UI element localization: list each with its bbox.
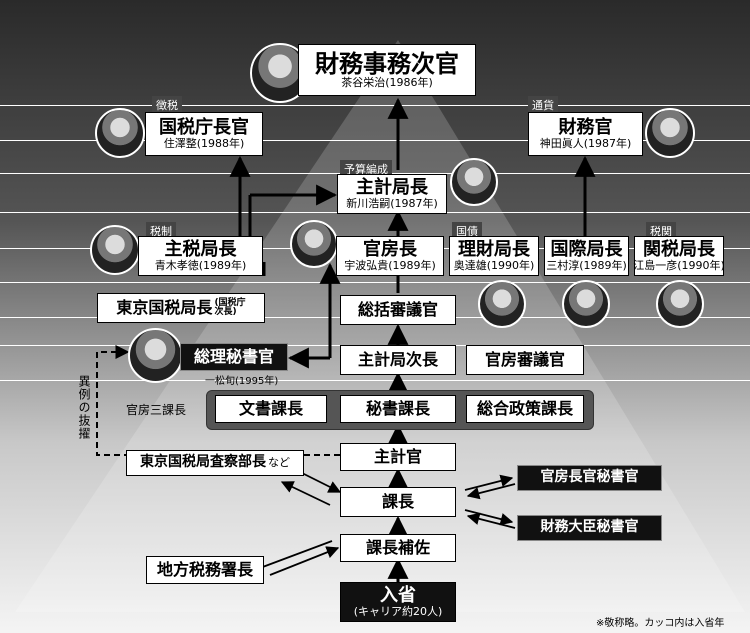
portrait-international-bureau — [562, 280, 610, 328]
entry-box: 入省 (キャリア約20人) — [340, 582, 456, 622]
financial-bureau-box: 理財局長 奥達雄(1990年) — [449, 236, 539, 276]
tag-tax-collection: 徴税 — [152, 96, 182, 114]
vice-minister-title: 財務事務次官 — [315, 49, 459, 78]
deputy-director-box: 課長補佐 — [340, 534, 456, 562]
customs-bureau-title: 関税局長 — [643, 239, 715, 261]
international-bureau-title: 国際局長 — [550, 239, 623, 261]
nta-commissioner-year: (1988年) — [196, 136, 245, 150]
financial-bureau-year: (1990年) — [486, 258, 535, 272]
financial-bureau-person: 奥達雄 — [453, 258, 487, 272]
irregular-promotion-label: 異例の抜擢 — [77, 375, 91, 440]
portrait-nta-commissioner — [95, 108, 145, 158]
tax-bureau-box: 主税局長 青木孝徳(1989年) — [138, 236, 263, 276]
chief-cabinet-secretary-box: 官房長官秘書官 — [517, 465, 662, 491]
secretarial-division-box: 秘書課長 — [340, 395, 456, 423]
tag-tax-policy: 税制 — [146, 222, 176, 240]
portrait-customs-bureau — [656, 280, 704, 328]
budget-bureau-box: 主計局長 新川浩嗣(1987年) — [337, 174, 447, 214]
tokyo-taxation-title: 東京国税局長 — [116, 298, 213, 318]
portrait-budget-bureau — [450, 158, 498, 206]
zaimukan-title: 財務官 — [558, 117, 613, 139]
budget-bureau-title: 主計局長 — [356, 177, 428, 199]
tokyo-taxation-sub: (国税庁 次長) — [214, 298, 246, 317]
secretariat-title: 官房長 — [363, 239, 417, 261]
portrait-zaimukan — [645, 108, 695, 158]
entry-title: 入省 — [380, 585, 416, 607]
portrait-financial-bureau — [478, 280, 526, 328]
customs-bureau-box: 関税局長 江島一彦(1990年) — [633, 236, 725, 276]
investigation-dept-box: 東京国税局査察部長 など — [126, 450, 304, 476]
band-line — [0, 105, 750, 106]
secretariat-person: 宇波弘貴 — [344, 258, 389, 272]
entry-sub: (キャリア約20人) — [353, 604, 443, 618]
budget-bureau-person: 新川浩嗣 — [346, 196, 391, 210]
investigation-dept-suffix: など — [268, 455, 290, 469]
budget-examiner-box: 主計官 — [340, 443, 456, 471]
financial-bureau-title: 理財局長 — [458, 239, 530, 261]
budget-deputy-box: 主計局次長 — [340, 345, 456, 375]
tag-currency: 通貨 — [528, 96, 558, 114]
tag-bonds: 国債 — [452, 222, 482, 240]
tag-customs: 税関 — [646, 222, 676, 240]
footnote: ※敬称略。カッコ内は入省年 — [596, 618, 725, 629]
band-line — [0, 380, 750, 381]
tax-bureau-title: 主税局長 — [164, 239, 237, 261]
zaimukan-person: 神田眞人 — [539, 136, 584, 150]
international-bureau-box: 国際局長 三村淳(1989年) — [544, 236, 629, 276]
pm-secretary-box: 総理秘書官 — [180, 343, 288, 371]
vice-minister-person: 茶谷栄治 — [341, 76, 386, 90]
international-bureau-year: (1989年) — [579, 258, 627, 272]
nta-commissioner-person: 住澤整 — [163, 136, 197, 150]
zaimukan-year: (1987年) — [583, 136, 632, 150]
policy-division-box: 総合政策課長 — [466, 395, 584, 423]
vice-minister-box: 財務事務次官 茶谷栄治(1986年) — [298, 44, 476, 96]
tax-bureau-person: 青木孝徳 — [154, 258, 199, 272]
secretariat-box: 官房長 宇波弘貴(1989年) — [336, 236, 444, 276]
band-line — [0, 282, 750, 283]
tax-bureau-year: (1989年) — [198, 258, 247, 272]
tag-budget: 予算編成 — [340, 160, 392, 178]
division-director-box: 課長 — [340, 487, 456, 517]
vice-minister-year: (1986年) — [385, 76, 433, 90]
zaimukan-box: 財務官 神田眞人(1987年) — [528, 112, 643, 156]
portrait-pm-secretary — [128, 328, 183, 383]
portrait-secretariat — [290, 220, 338, 268]
secretariat-year: (1989年) — [388, 258, 436, 272]
customs-bureau-person: 江島一彦 — [633, 258, 678, 272]
tokyo-taxation-box: 東京国税局長 (国税庁 次長) — [97, 293, 265, 323]
soukatsu-box: 総括審議官 — [340, 295, 456, 325]
budget-bureau-year: (1987年) — [390, 196, 438, 210]
international-bureau-person: 三村淳 — [546, 258, 580, 272]
nta-commissioner-box: 国税庁長官 住澤整(1988年) — [145, 112, 263, 156]
nta-commissioner-title: 国税庁長官 — [159, 117, 249, 139]
document-division-box: 文書課長 — [215, 395, 327, 423]
secretariat-councilor-box: 官房審議官 — [466, 345, 584, 375]
local-tax-office-box: 地方税務署長 — [146, 556, 264, 584]
portrait-tax-bureau — [90, 225, 140, 275]
pm-secretary-person: 一松旬(1995年) — [205, 376, 279, 387]
finance-minister-secretary-box: 財務大臣秘書官 — [517, 515, 662, 541]
customs-bureau-year: (1990年) — [677, 258, 725, 272]
investigation-dept-title: 東京国税局査察部長 — [140, 454, 266, 471]
band-line — [0, 140, 750, 141]
three-division-label: 官房三課長 — [126, 403, 187, 417]
